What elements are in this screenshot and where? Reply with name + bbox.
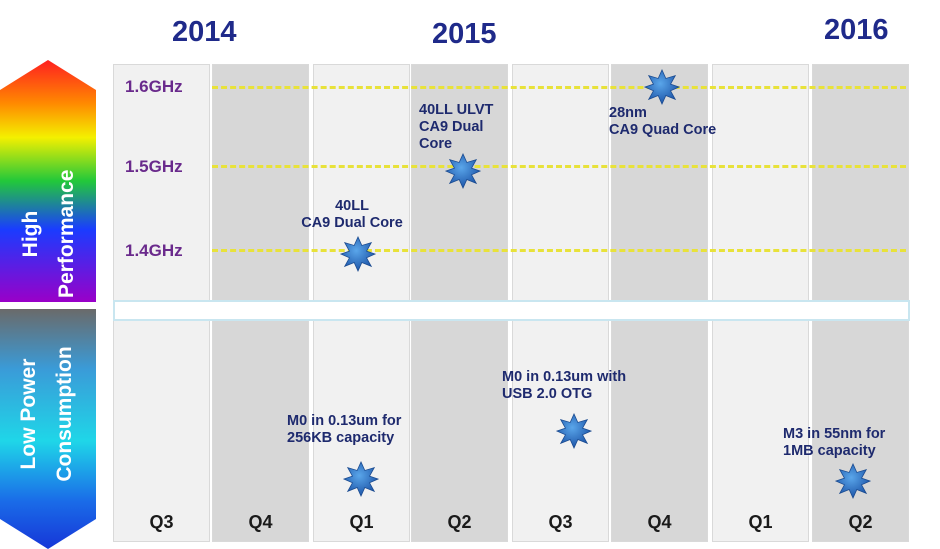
arrow-text-low-power: Low Power <box>17 358 40 470</box>
quarter-label: Q2 <box>447 512 472 532</box>
year-2016: 2016 <box>824 14 889 46</box>
low-power-label: Low Power Consumption <box>11 334 83 494</box>
freq-label-1-5ghz: 1.5GHz <box>125 157 183 176</box>
star-icon <box>556 413 592 449</box>
milestone-28nm-label: 28nm CA9 Quad Core <box>609 105 716 139</box>
milestone-40ll-ulvt-label: 40LL ULVT CA9 Dual Core <box>419 102 493 153</box>
milestone-line: CA9 Dual Core <box>301 215 403 231</box>
milestone-m0-256kb-label: M0 in 0.13um for 256KB capacity <box>287 413 401 447</box>
milestone-line: 40LL <box>335 198 369 214</box>
milestone-line: 1MB capacity <box>783 443 876 459</box>
high-performance-label: High Performance <box>13 170 85 298</box>
freq-label-1-6ghz: 1.6GHz <box>125 77 183 96</box>
section-separator <box>113 300 910 321</box>
dashed-line-1-5ghz <box>212 165 906 168</box>
milestone-line: USB 2.0 OTG <box>502 386 593 402</box>
star-icon <box>644 69 680 105</box>
dashed-line-1-6ghz <box>212 86 906 89</box>
quarter-label: Q4 <box>248 512 273 532</box>
arrow-text-performance: Performance <box>55 169 78 298</box>
arrow-text-consumption: Consumption <box>53 346 76 482</box>
milestone-line: M0 in 0.13um with <box>502 369 627 385</box>
year-2014: 2014 <box>172 16 237 48</box>
star-icon <box>835 463 871 499</box>
quarter-label: Q1 <box>349 512 374 532</box>
quarter-label: Q4 <box>647 512 672 532</box>
high-performance-arrow <box>0 60 96 302</box>
low-power-arrow <box>0 309 96 549</box>
quarter-label: Q3 <box>548 512 573 532</box>
milestone-m3-label: M3 in 55nm for 1MB capacity <box>783 426 885 460</box>
arrow-text-high: High <box>19 210 42 258</box>
quarter-label: Q1 <box>748 512 773 532</box>
milestone-line: 28nm <box>609 105 647 121</box>
milestone-line: M0 in 0.13um for <box>287 413 402 429</box>
milestone-line: Core <box>419 136 453 152</box>
milestone-line: CA9 Quad Core <box>609 122 717 138</box>
freq-label-1-4ghz: 1.4GHz <box>125 241 183 260</box>
milestone-line: 40LL ULVT <box>419 102 494 118</box>
milestone-m0-usb-label: M0 in 0.13um with USB 2.0 OTG <box>502 369 626 403</box>
quarter-label: Q3 <box>149 512 174 532</box>
star-icon <box>445 153 481 189</box>
year-2015: 2015 <box>432 18 497 50</box>
quarter-label: Q2 <box>848 512 873 532</box>
star-icon <box>343 461 379 497</box>
milestone-line: CA9 Dual <box>419 119 484 135</box>
milestone-line: M3 in 55nm for <box>783 426 886 442</box>
milestone-40ll-label: 40LL CA9 Dual Core <box>296 198 408 232</box>
dashed-line-1-4ghz <box>212 249 906 252</box>
milestone-line: 256KB capacity <box>287 430 395 446</box>
star-icon <box>340 236 376 272</box>
